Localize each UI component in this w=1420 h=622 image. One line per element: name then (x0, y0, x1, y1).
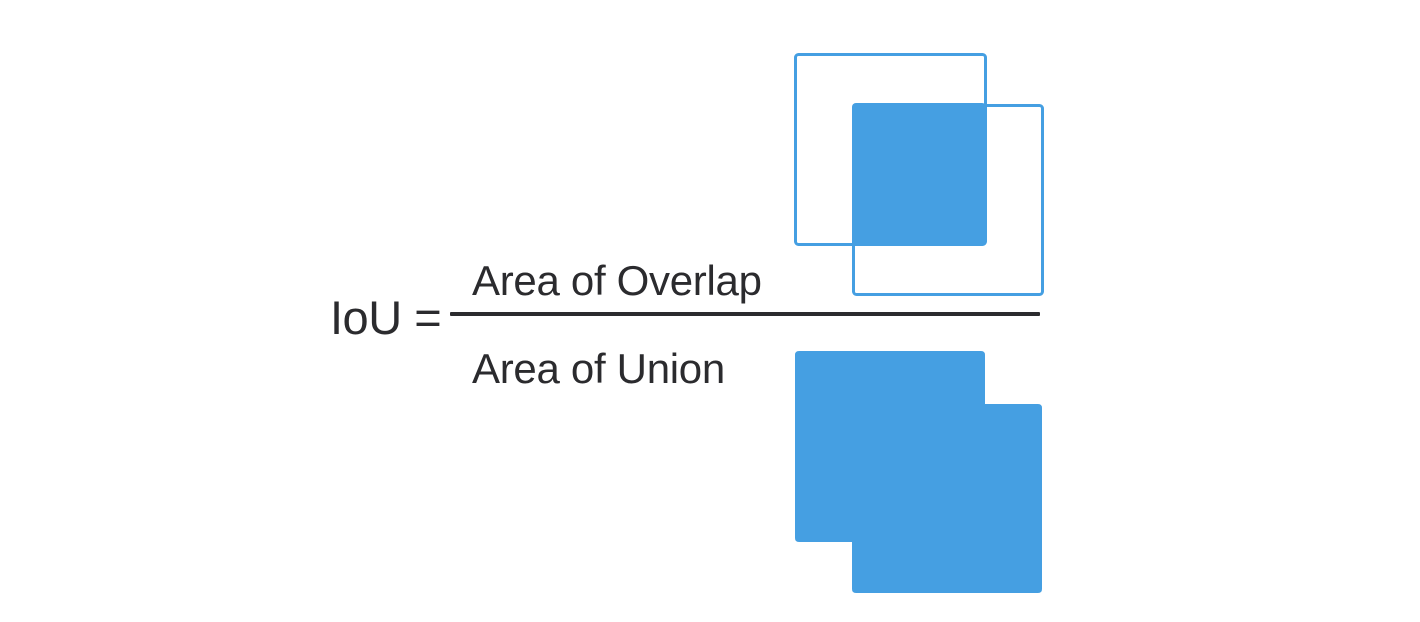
overlap-svg (794, 53, 1044, 296)
formula-left-hand-side: IoU = (330, 291, 442, 344)
fraction-numerator: Area of Overlap (472, 257, 762, 304)
overlap-intersection-fill (852, 103, 986, 245)
area-of-union-diagram (780, 338, 1065, 618)
fraction-bar (450, 312, 1040, 316)
area-of-overlap-diagram (780, 40, 1065, 320)
iou-fraction: Area of Overlap Area of Union (450, 250, 1042, 400)
union-filled-polygon (795, 351, 1042, 593)
union-svg (795, 351, 1042, 593)
fraction-denominator: Area of Union (472, 345, 725, 392)
